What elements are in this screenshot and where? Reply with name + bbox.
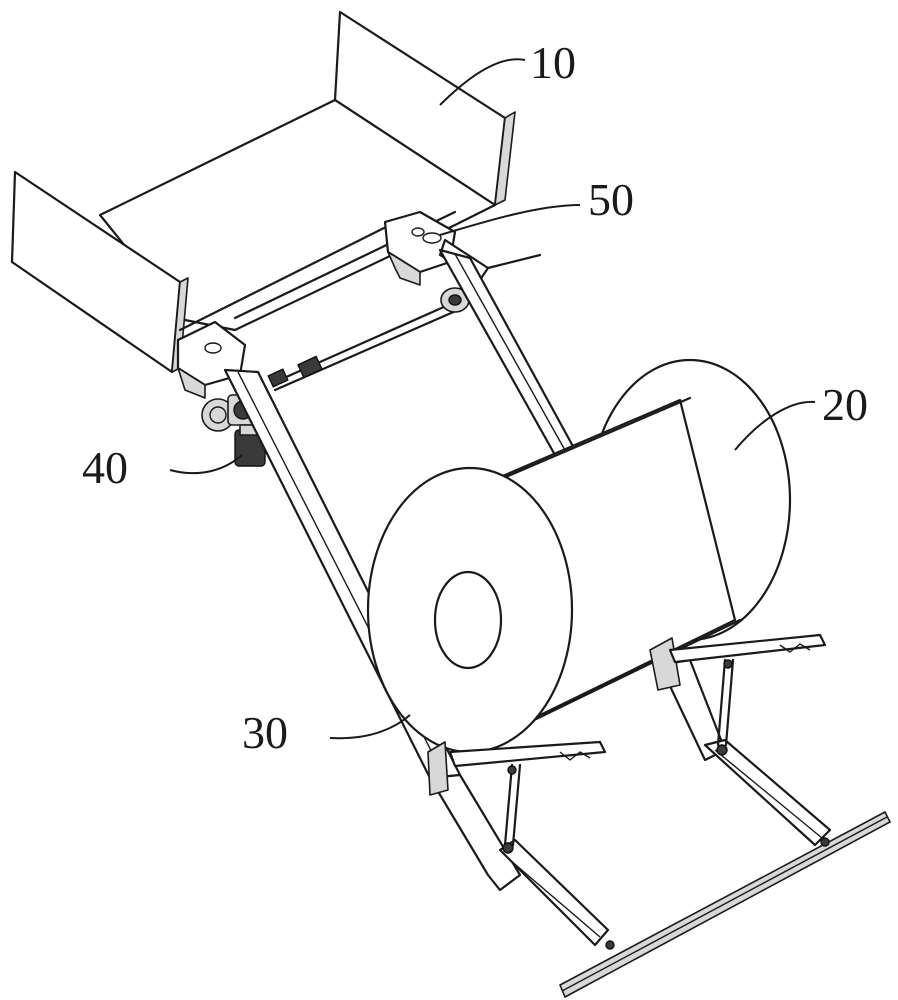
label-50: 50: [588, 174, 634, 225]
drive-shaft: [267, 287, 470, 392]
leader-20: [734, 400, 816, 451]
support-arm-right: [649, 633, 827, 756]
label-20: 20: [822, 379, 868, 430]
label-10: 10: [530, 37, 576, 88]
reference-numerals: 10 50 20 40 30: [82, 37, 868, 758]
leader-10: [439, 58, 526, 106]
leader-lines: [169, 58, 816, 740]
reel: [366, 358, 792, 754]
label-40: 40: [82, 442, 128, 493]
leader-40: [169, 454, 243, 475]
base-bar: [559, 811, 891, 998]
tray-assembly: [10, 10, 516, 374]
leader-30: [329, 714, 411, 740]
leader-50: [439, 204, 581, 236]
label-30: 30: [242, 707, 288, 758]
support-arm-left: [427, 740, 607, 854]
